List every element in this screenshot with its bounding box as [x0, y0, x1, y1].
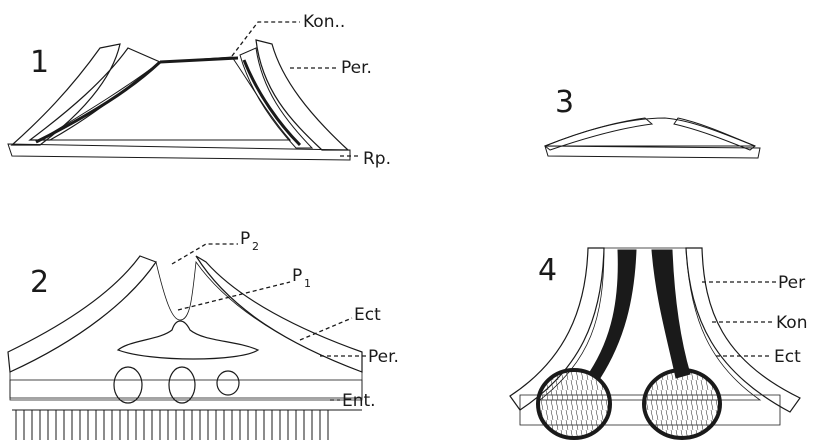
panel-2-label-p1-subscript: 1 — [304, 277, 311, 290]
panel-1-outline-top — [160, 58, 238, 62]
panel-4-label-ect: Ect — [774, 347, 801, 367]
panel-1-outline-left — [36, 62, 160, 142]
panel-3: 3 — [545, 85, 760, 158]
panel-1-periderm-right — [256, 40, 348, 150]
panel-1: 1 Kon.. Per. Rp. — [8, 12, 391, 169]
panel-2-number: 2 — [30, 265, 49, 300]
panel-2-comb-base — [12, 410, 362, 440]
panel-3-cap-right — [674, 118, 755, 150]
panel-2-entoderm-layer — [10, 380, 362, 398]
panel-3-cell-layer — [545, 146, 760, 158]
panel-4-number: 4 — [538, 253, 557, 288]
panel-1-label-rp: Rp. — [363, 149, 391, 169]
panel-2-label-ect: Ect — [354, 305, 381, 325]
panel-4: 4 Per Kon Ect — [510, 248, 807, 438]
panel-1-number: 1 — [30, 45, 49, 80]
panel-4-sac-right — [644, 370, 720, 438]
panel-1-kon-leader — [232, 22, 300, 56]
panel-3-cap-left — [545, 118, 652, 150]
panel-2-ectoderm-right — [196, 256, 362, 372]
panel-2: 2 P 2 P 1 Ect Per. Ent. — [8, 229, 399, 440]
panel-3-number: 3 — [555, 85, 574, 120]
panel-4-label-per: Per — [778, 273, 805, 293]
panel-2-label-p1: P — [292, 266, 302, 286]
panel-1-label-per: Per. — [341, 58, 372, 78]
panel-1-cone-core — [40, 57, 290, 140]
panel-2-label-p2: P — [240, 229, 250, 249]
panel-1-periderm-left — [12, 44, 120, 145]
panel-2-pore — [118, 321, 258, 359]
panel-2-bulb-right — [217, 371, 239, 395]
panel-4-label-kon: Kon — [776, 313, 807, 333]
panel-1-cell-layer — [8, 144, 350, 160]
panel-2-label-per: Per. — [368, 347, 399, 367]
panel-2-ect-leader — [300, 318, 352, 340]
panel-2-label-p2-subscript: 2 — [252, 240, 259, 253]
panel-4-duct-right — [652, 250, 690, 378]
panel-2-p1-leader — [178, 282, 290, 310]
panel-4-sac-left — [538, 370, 610, 438]
panel-1-outline-right — [244, 60, 300, 145]
panel-2-label-ent: Ent. — [342, 391, 376, 411]
panel-1-label-kon: Kon.. — [303, 12, 345, 32]
panel-4-duct-left — [590, 250, 636, 378]
